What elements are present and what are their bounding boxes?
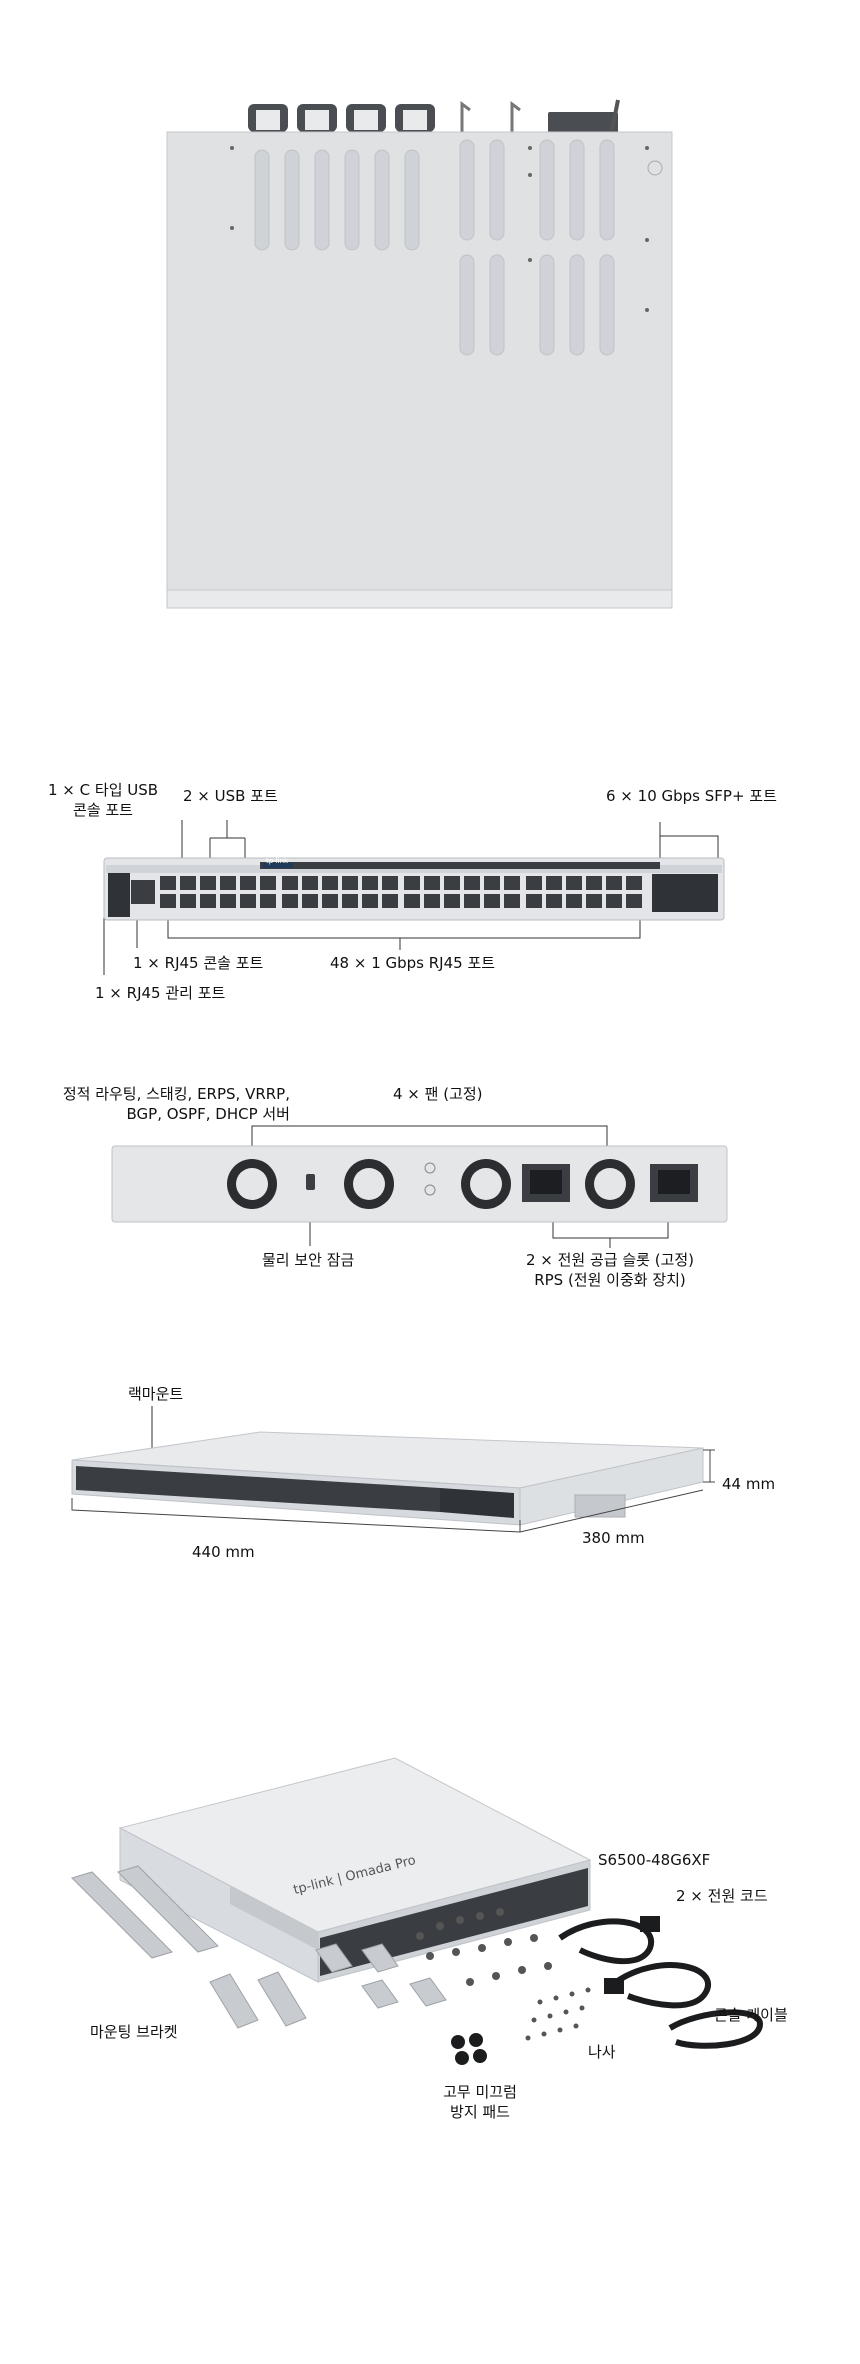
rj45-port: [526, 876, 542, 890]
rj45-port: [404, 894, 420, 908]
rj45-port: [302, 894, 318, 908]
rubber-pads-label-line1: 고무 미끄럼: [443, 2083, 517, 2101]
security-lock-label: 물리 보안 잠금: [262, 1251, 355, 1269]
rj45-port: [504, 876, 520, 890]
rj45-port: [260, 876, 276, 890]
rj45-mgmt-label: 1 × RJ45 관리 포트: [95, 984, 226, 1002]
rj45-port: [586, 876, 602, 890]
rj45-port: [362, 876, 378, 890]
rj45-port: [484, 894, 500, 908]
rj45-port: [200, 894, 216, 908]
rj45-port: [566, 894, 582, 908]
rj45-port: [220, 876, 236, 890]
rj45-port: [404, 876, 420, 890]
rj45-port: [160, 876, 176, 890]
usb-c-console-label-line1: 1 × C 타입 USB: [48, 781, 159, 799]
rj45-port: [464, 876, 480, 890]
rear-panel-section: 정적 라우팅, 스태킹, ERPS, VRRP, BGP, OSPF, DHCP…: [0, 1078, 860, 1318]
dimensions-section: 랙마운트 44 mm 440 mm 380 mm: [0, 1370, 860, 1600]
console-cable-label: 콘솔 케이블: [714, 2006, 788, 2024]
brand-logo: tp-link: [266, 857, 289, 865]
rj45-port: [606, 894, 622, 908]
rj45-port: [424, 876, 440, 890]
rj45-ports-label: 48 × 1 Gbps RJ45 포트: [330, 954, 496, 972]
rj45-port: [626, 876, 642, 890]
package-contents-illustration: [71, 1757, 764, 2065]
rj45-port: [322, 894, 338, 908]
rj45-port: [566, 876, 582, 890]
rj45-port: [424, 894, 440, 908]
power-slots-label: 2 × 전원 공급 슬롯 (고정) RPS (전원 이중화 장치): [520, 1250, 700, 1290]
fans-label: 4 × 팬 (고정): [393, 1085, 483, 1103]
rj45-port: [322, 876, 338, 890]
rj45-port: [504, 894, 520, 908]
height-label: 44 mm: [722, 1475, 776, 1493]
power-slots-label-line1: 2 × 전원 공급 슬롯 (고정): [525, 1251, 695, 1269]
usb-c-console-label: 1 × C 타입 USB 콘솔 포트: [48, 780, 158, 820]
switch-dimensions-illustration: [71, 1406, 715, 1533]
rj45-port: [240, 894, 256, 908]
rubber-pads-label: 고무 미끄럼 방지 패드: [420, 2082, 540, 2122]
rj45-port: [342, 894, 358, 908]
features-label-line2: BGP, OSPF, DHCP 서버: [126, 1105, 291, 1123]
rj45-port: [342, 876, 358, 890]
rj45-console-label: 1 × RJ45 콘솔 포트: [133, 954, 264, 972]
rj45-port: [180, 876, 196, 890]
width-label: 440 mm: [192, 1543, 255, 1561]
rj45-port: [200, 876, 216, 890]
rj45-port: [546, 876, 562, 890]
usb-ports-label: 2 × USB 포트: [183, 787, 278, 805]
rj45-port: [382, 876, 398, 890]
rj45-port: [586, 894, 602, 908]
rj45-port: [282, 894, 298, 908]
rj45-port: [606, 876, 622, 890]
top-view-section: [0, 0, 860, 640]
rj45-port: [526, 894, 542, 908]
rj45-port: [362, 894, 378, 908]
sfp-ports-label: 6 × 10 Gbps SFP+ 포트: [606, 787, 777, 805]
switch-front-panel-illustration: [103, 820, 725, 975]
rubber-pads-label-line2: 방지 패드: [450, 2103, 510, 2121]
switch-rear-panel-illustration: [111, 1125, 728, 1248]
depth-label: 380 mm: [582, 1529, 645, 1547]
screws-label: 나사: [588, 2043, 616, 2061]
rj45-port: [546, 894, 562, 908]
rj45-port: [282, 876, 298, 890]
rackmount-label: 랙마운트: [128, 1385, 184, 1403]
rj45-port: [160, 894, 176, 908]
rj45-port: [464, 894, 480, 908]
package-contents-section: tp-link | Omada Pro S6500-48G6XF 2 × 전원 …: [0, 1720, 860, 2180]
rj45-port: [260, 894, 276, 908]
power-slots-label-line2: RPS (전원 이중화 장치): [534, 1271, 686, 1289]
features-label: 정적 라우팅, 스태킹, ERPS, VRRP, BGP, OSPF, DHCP…: [40, 1084, 290, 1124]
rj45-port: [626, 894, 642, 908]
rj45-port: [444, 894, 460, 908]
front-panel-section: 1 × C 타입 USB 콘솔 포트 2 × USB 포트 6 × 10 Gbp…: [0, 770, 860, 1040]
rj45-port: [382, 894, 398, 908]
rj45-port: [302, 876, 318, 890]
mounting-brackets-label: 마운팅 브라켓: [90, 2023, 178, 2041]
features-label-line1: 정적 라우팅, 스태킹, ERPS, VRRP,: [62, 1085, 290, 1103]
rj45-port: [240, 876, 256, 890]
rj45-port: [220, 894, 236, 908]
switch-top-view-illustration: [166, 99, 673, 609]
usb-c-console-label-line2: 콘솔 포트: [73, 801, 133, 819]
rj45-port: [484, 876, 500, 890]
rj45-port: [180, 894, 196, 908]
rj45-port: [444, 876, 460, 890]
model-label: S6500-48G6XF: [598, 1851, 711, 1869]
power-cords-label: 2 × 전원 코드: [676, 1887, 768, 1905]
